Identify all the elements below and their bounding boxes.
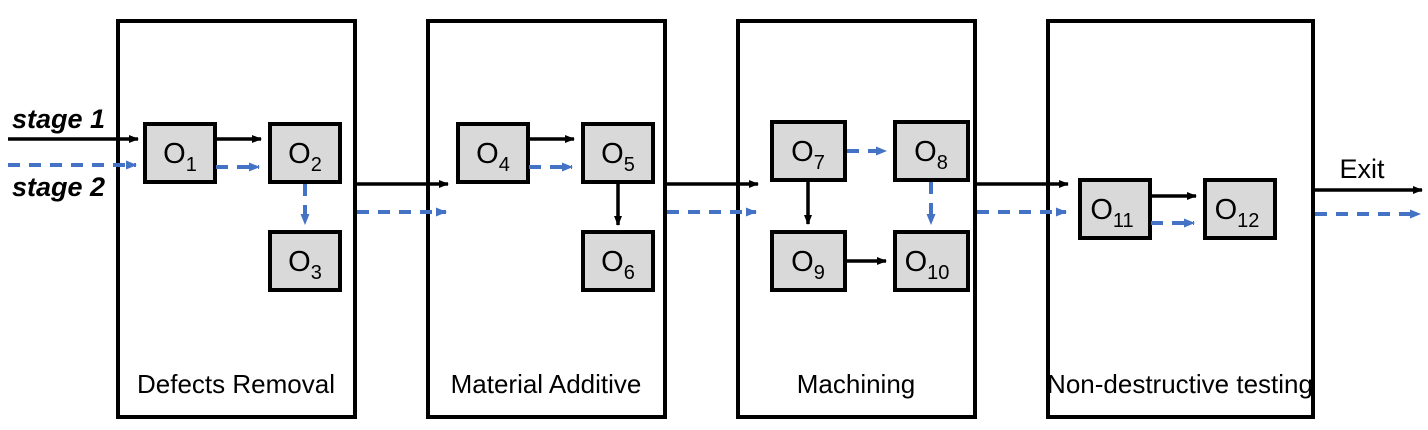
- operation-box-O7: [770, 120, 847, 182]
- stage-caption-machining: Machining: [797, 369, 916, 399]
- stage-container-machining: [736, 19, 977, 419]
- operation-box-O1: [143, 122, 217, 184]
- operation-box-O2: [268, 122, 342, 184]
- operation-label-O10: O10: [905, 246, 950, 284]
- stage-caption-defects-removal: Defects Removal: [137, 369, 335, 399]
- operation-label-O2: O2: [288, 138, 322, 176]
- stage-caption-non-destructive-testing: Non-destructive testing: [1047, 369, 1313, 399]
- operation-box-O11: [1078, 178, 1152, 240]
- flow-label-stage2: stage 2: [12, 172, 105, 202]
- operation-box-O8: [893, 120, 970, 182]
- flow-label-stage1: stage 1: [12, 104, 105, 134]
- operation-label-O1: O1: [163, 138, 197, 176]
- operation-box-O9: [770, 230, 847, 292]
- operation-box-O5: [581, 122, 655, 184]
- stage-caption-material-additive: Material Additive: [451, 369, 642, 399]
- operation-label-O4: O4: [476, 138, 510, 176]
- operation-box-O10: [893, 230, 970, 292]
- flow-label-exit: Exit: [1339, 154, 1385, 184]
- operation-box-O6: [581, 230, 655, 292]
- operation-label-O6: O6: [601, 246, 635, 284]
- stage-container-material-additive: [426, 19, 667, 419]
- stage-container-defects-removal: [116, 19, 357, 419]
- operation-label-O3: O3: [288, 246, 322, 284]
- operation-label-O7: O7: [791, 136, 825, 174]
- operation-box-O12: [1203, 178, 1277, 240]
- operation-label-O11: O11: [1090, 194, 1133, 232]
- operation-label-O9: O9: [791, 246, 825, 284]
- operation-label-O8: O8: [914, 136, 948, 174]
- operation-box-O3: [268, 230, 342, 292]
- operation-label-O12: O12: [1215, 194, 1260, 232]
- operation-label-O5: O5: [601, 138, 635, 176]
- operation-box-O4: [456, 122, 530, 184]
